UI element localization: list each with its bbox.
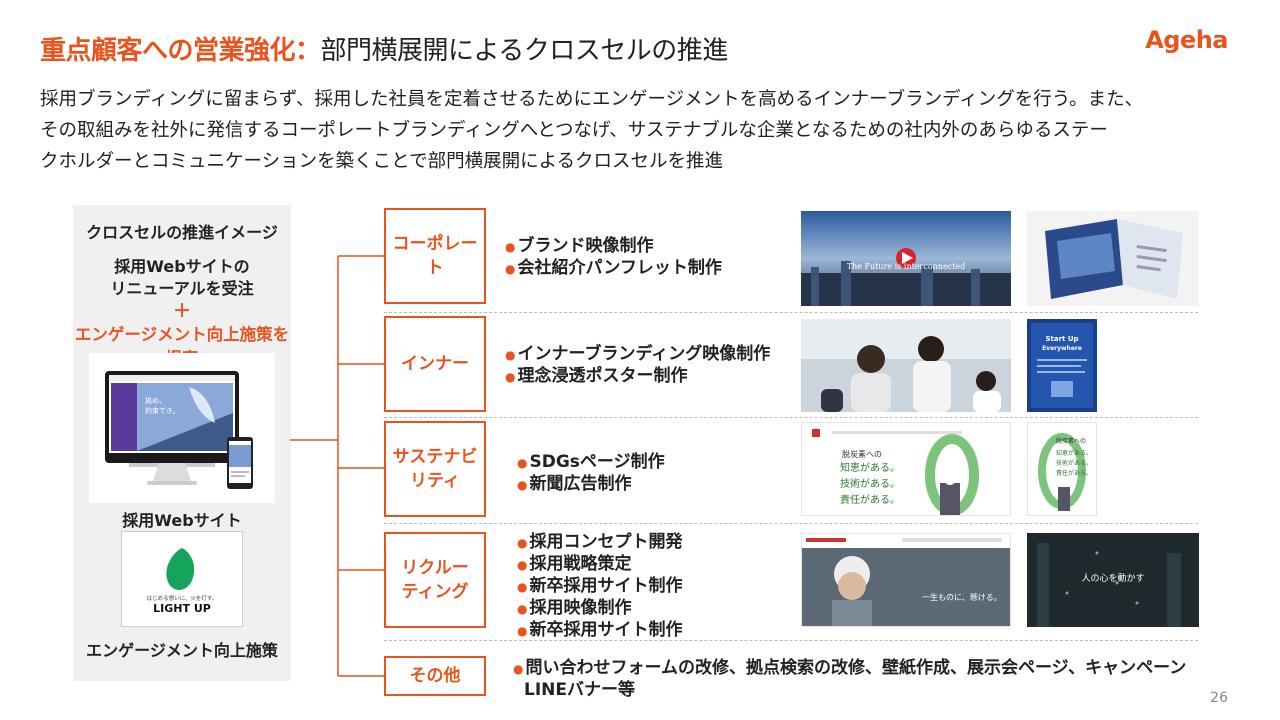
- inner-video-thumbnail: [801, 319, 1011, 412]
- intro-text: 採用ブランディングに留まらず、採用した社員を定着させるためにエンゲージメントを高…: [40, 84, 1240, 177]
- sustainability-items: SDGsページ制作 新聞広告制作: [517, 452, 665, 496]
- web-caption: 採用Webサイト: [122, 511, 242, 530]
- recruit-video-copy: 人の心を動かす: [1081, 573, 1144, 584]
- corporate-items: ブランド映像制作 会社紹介パンフレット制作: [505, 236, 722, 280]
- recruit-site-thumbnail: 一生ものに、懸ける。: [801, 533, 1011, 627]
- sdgs-page-thumbnail: 脱炭素への 知恵がある。 技術がある。 責任がある。: [801, 422, 1011, 516]
- intro-line: その取組みを社外に発信するコーポレートブランディングへとつなげ、サステナブルな企…: [40, 120, 1108, 141]
- others-items: 問い合わせフォームの改修、拠点検索の改修、壁紙作成、展示会ページ、キャンペーン …: [513, 658, 1186, 702]
- pamphlet-thumbnail: [1027, 211, 1199, 306]
- list-item: 採用映像制作: [517, 598, 682, 620]
- category-label: リクルーティング: [401, 558, 469, 602]
- newspaper-ad-thumbnail: 脱炭素への 知恵がある。 技術がある。 責任がある。: [1027, 422, 1097, 516]
- brand-video-thumbnail: The Future is interconnected: [801, 211, 1011, 306]
- leaf-icon: [166, 548, 195, 590]
- lightup-logo-card: はじめる想いに、火を灯す。 LIGHT UP: [121, 531, 243, 627]
- web-site-mockup: 挑め、 約束でき。: [89, 353, 275, 503]
- ad-copy: 技術がある。: [840, 477, 900, 490]
- title-highlight: 重点顧客への営業強化：: [40, 36, 321, 66]
- panel-line: リニューアルを受注: [110, 279, 254, 298]
- brand-logo: Ageha: [1145, 26, 1228, 54]
- poster-headline: Everywhere: [1042, 345, 1082, 352]
- panel-line: 採用Webサイトの: [114, 257, 250, 276]
- divider: [384, 417, 1198, 418]
- intro-line: クホルダーとコミュニケーションを築くことで部門横展開によるクロスセルを推進: [40, 151, 724, 172]
- category-label: サステナビリティ: [392, 447, 478, 491]
- list-item: 採用戦略策定: [517, 554, 682, 576]
- list-item: インナーブランディング映像制作: [505, 344, 770, 366]
- video-caption: The Future is interconnected: [847, 262, 966, 271]
- panel-heading: クロスセルの推進イメージ: [86, 223, 278, 242]
- category-recruiting: リクルーティング: [384, 532, 486, 628]
- monitor-headline: 挑め、: [145, 396, 166, 405]
- poster-headline: Start Up: [1045, 335, 1078, 343]
- lightup-wordmark: LIGHT UP: [153, 602, 211, 615]
- category-sustainability: サステナビリティ: [384, 421, 486, 517]
- list-item: 会社紹介パンフレット制作: [505, 258, 721, 280]
- list-item: 理念浸透ポスター制作: [505, 366, 770, 388]
- category-others: その他: [384, 656, 486, 696]
- category-label: インナー: [401, 354, 469, 374]
- list-item: LINEバナー等: [524, 680, 635, 700]
- list-item: SDGsページ制作: [517, 452, 664, 474]
- recruit-site-copy: 一生ものに、懸ける。: [922, 592, 1002, 602]
- connector-lines: [290, 252, 388, 680]
- monitor-headline: 約束でき。: [145, 406, 180, 415]
- ad-copy: 技術がある。: [1056, 459, 1092, 467]
- cross-sell-panel: クロスセルの推進イメージ 採用Webサイトの リニューアルを受注 ＋ エンゲージ…: [73, 205, 291, 681]
- ad-copy: 責任がある。: [1056, 469, 1092, 477]
- ad-copy: 知恵がある。: [840, 461, 900, 474]
- list-item: 新卒採用サイト制作: [517, 620, 682, 642]
- category-label: コーポレート: [392, 234, 478, 278]
- recruiting-items: 採用コンセプト開発 採用戦略策定 新卒採用サイト制作 採用映像制作 新卒採用サイ…: [517, 532, 682, 642]
- divider: [384, 640, 1198, 641]
- list-item: 新卒採用サイト制作: [517, 576, 682, 598]
- list-item: ブランド映像制作: [505, 236, 722, 258]
- category-label: その他: [409, 666, 461, 686]
- category-corporate: コーポレート: [384, 208, 486, 304]
- ad-copy: 脱炭素への: [1056, 437, 1086, 445]
- recruit-video-thumbnail: 人の心を動かす: [1027, 533, 1199, 627]
- plus-sign: ＋: [173, 301, 191, 322]
- title-rest: 部門横展開によるクロスセルの推進: [320, 36, 729, 66]
- ad-copy: 責任がある。: [840, 493, 900, 506]
- page-title: 重点顧客への営業強化：部門横展開によるクロスセルの推進: [40, 30, 728, 67]
- engagement-caption: エンゲージメント向上施策: [86, 641, 278, 660]
- ad-copy: 知恵がある。: [1056, 449, 1092, 457]
- ad-copy: 脱炭素への: [842, 449, 882, 459]
- divider: [384, 312, 1198, 313]
- intro-line: 採用ブランディングに留まらず、採用した社員を定着させるためにエンゲージメントを高…: [40, 89, 1144, 110]
- list-item: 新聞広告制作: [517, 474, 665, 496]
- category-inner: インナー: [384, 316, 486, 412]
- page-number: 26: [1210, 690, 1228, 706]
- list-item: 問い合わせフォームの改修、拠点検索の改修、壁紙作成、展示会ページ、キャンペーン: [513, 658, 1186, 680]
- lightup-tagline: はじめる想いに、火を灯す。: [147, 594, 218, 602]
- philosophy-poster-thumbnail: Start Up Everywhere: [1027, 319, 1097, 412]
- divider: [384, 523, 1198, 524]
- list-item: 採用コンセプト開発: [517, 532, 682, 554]
- inner-items: インナーブランディング映像制作 理念浸透ポスター制作: [505, 344, 770, 388]
